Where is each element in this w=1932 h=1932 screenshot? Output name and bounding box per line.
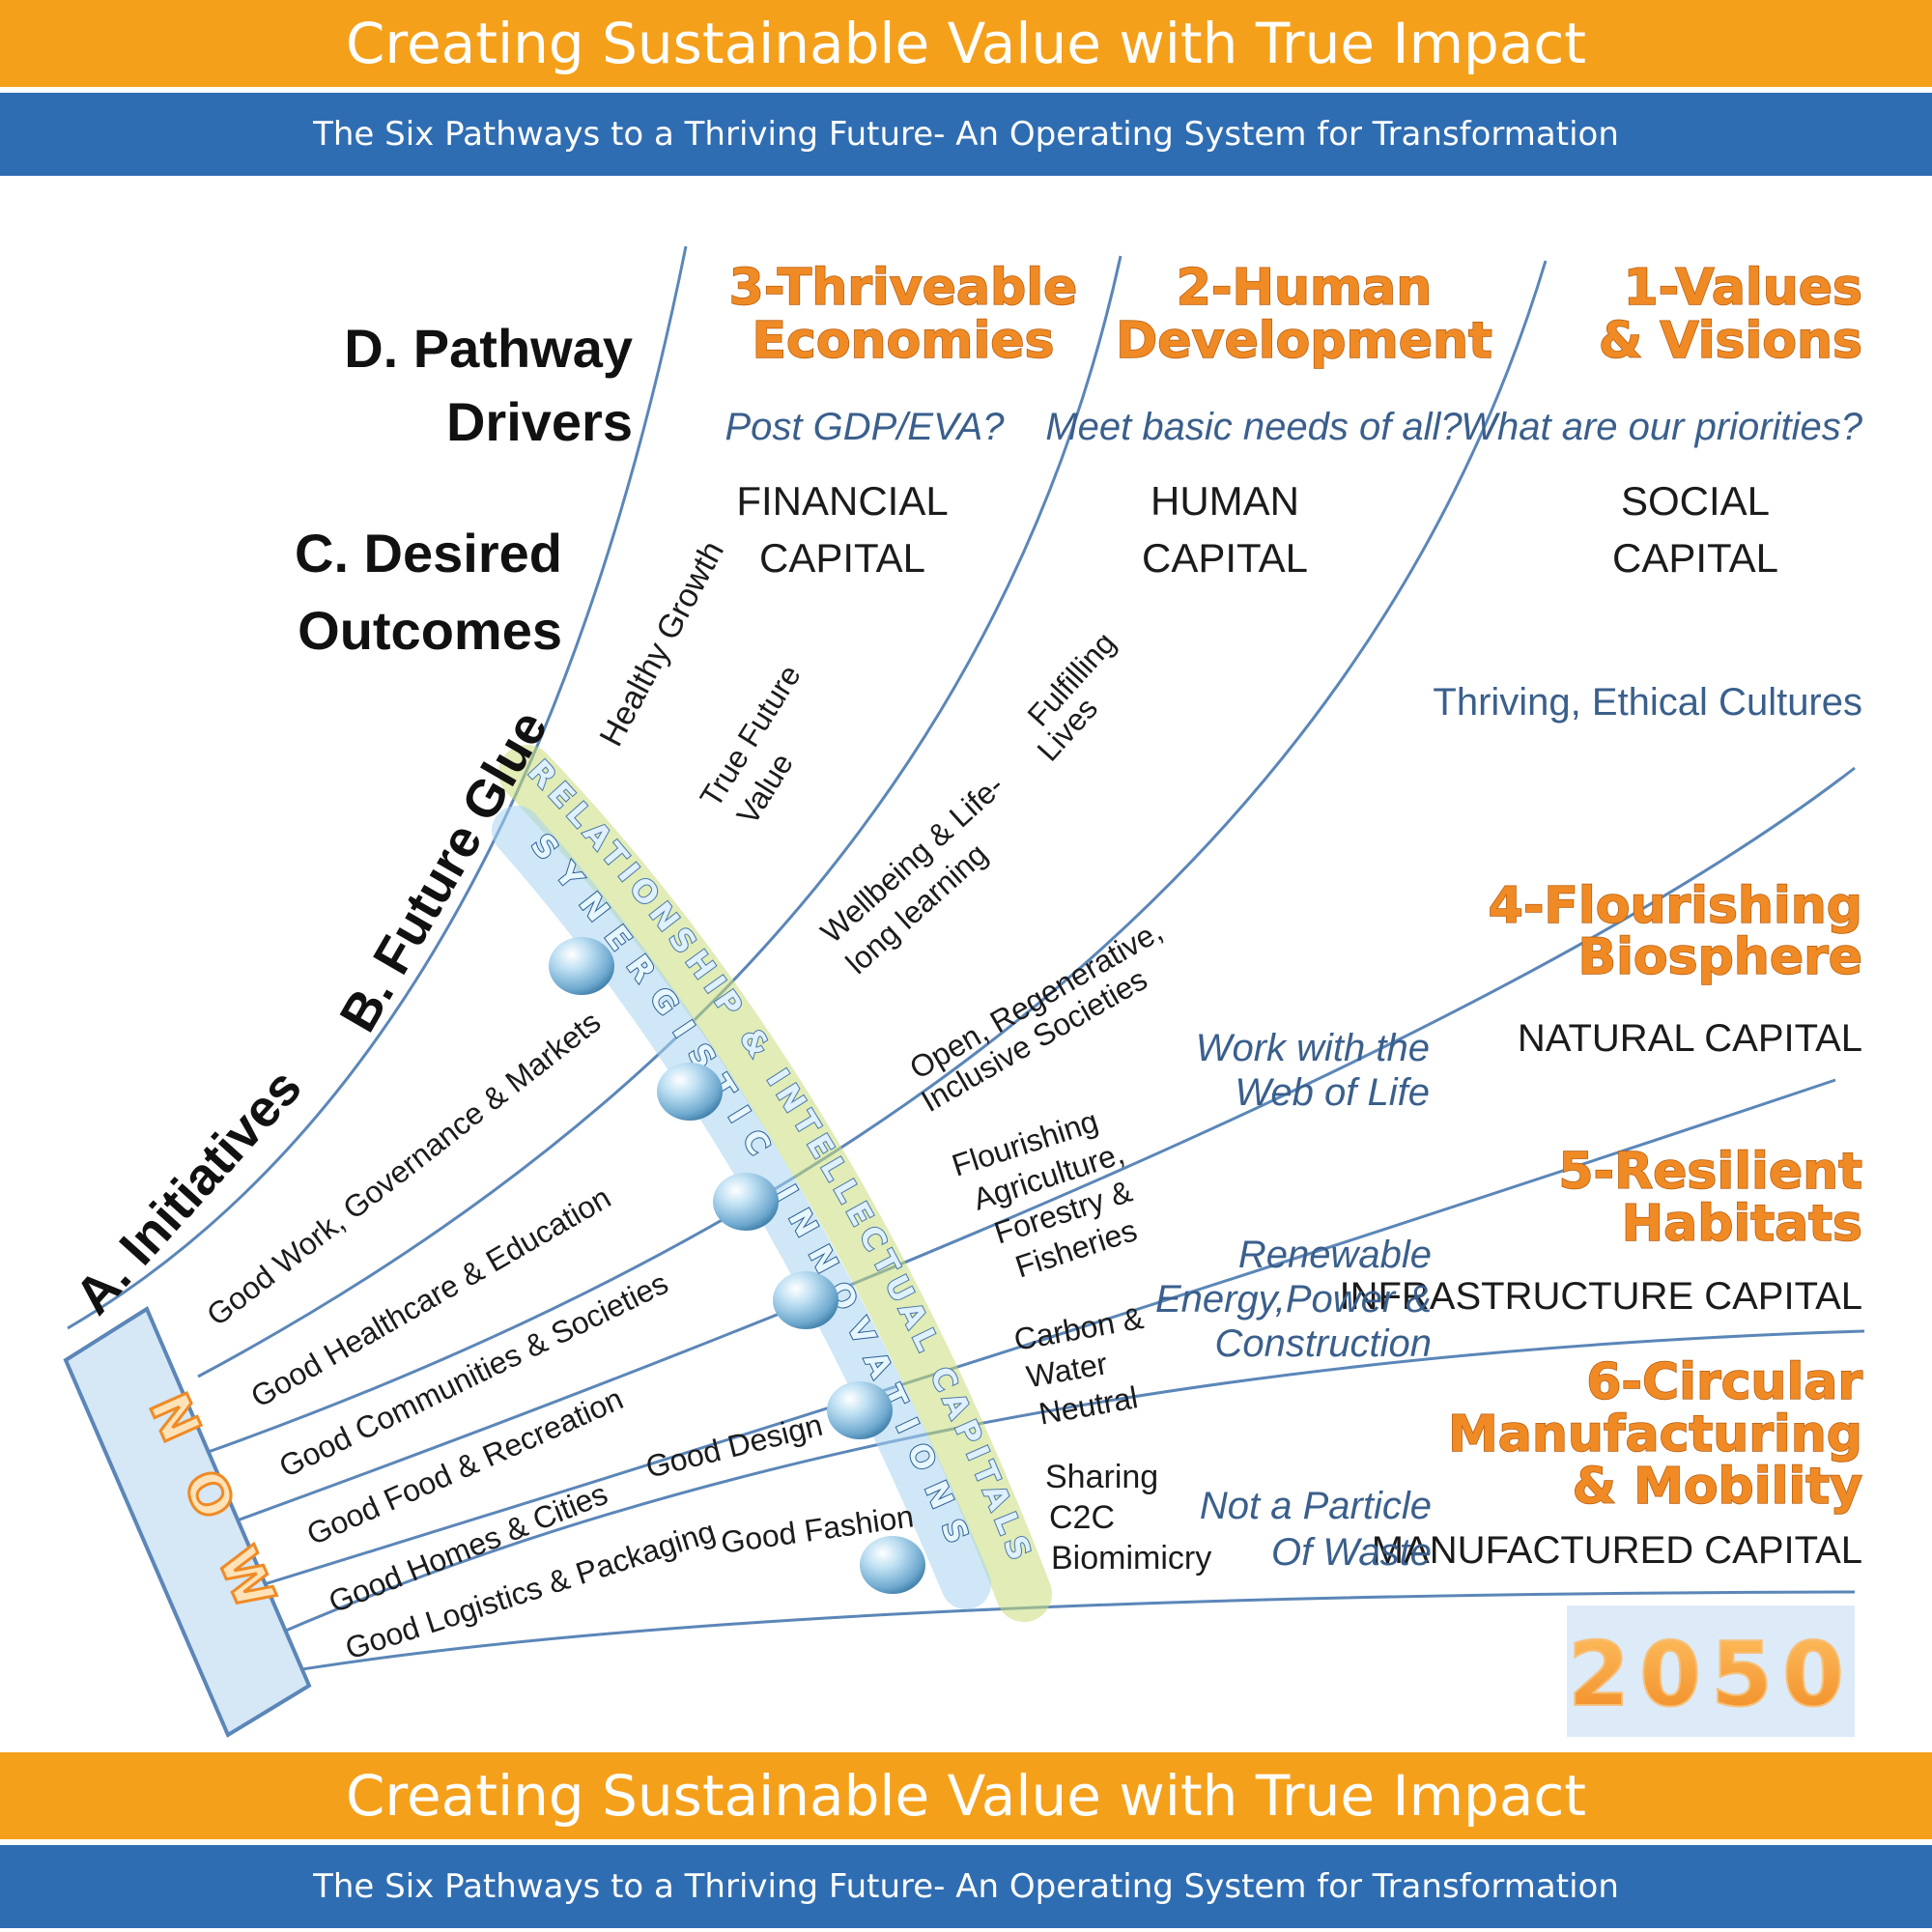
year-box: 2050	[1567, 1605, 1855, 1737]
pathway-5-title-1: 5-Resilient	[1558, 1143, 1862, 1201]
pathway-1-title-1: 1-Values	[1623, 259, 1862, 317]
pathway-5-capital: INFRASTRUCTURE CAPITAL	[1339, 1275, 1862, 1318]
outcome-work-web-1: Work with the	[1196, 1027, 1430, 1069]
curve-manufacturing	[289, 1590, 1856, 1673]
pathway-2-title-1: 2-Human	[1177, 259, 1433, 317]
sphere-4	[773, 1271, 838, 1329]
bottom-subtitle-banner: The Six Pathways to a Thriving Future- A…	[0, 1845, 1932, 1928]
outcome-sharing-1: Sharing	[1045, 1459, 1158, 1495]
heading-desired-outcomes-2: Outcomes	[298, 600, 562, 661]
pathway-1-question: What are our priorities?	[1461, 406, 1862, 448]
pathway-6-title-2: Manufacturing	[1448, 1406, 1862, 1463]
sphere-3	[713, 1173, 779, 1231]
outcome-renewable-2: Energy,Power &	[1155, 1278, 1432, 1321]
innovation-spheres	[549, 937, 925, 1594]
pathway-3-capital-1: FINANCIAL	[736, 478, 948, 524]
sphere-5	[827, 1381, 893, 1439]
outcome-work-web-2: Web of Life	[1235, 1071, 1430, 1114]
bottom-title-banner: Creating Sustainable Value with True Imp…	[0, 1752, 1932, 1839]
initiative-food: Good Food & Recreation	[301, 1381, 628, 1552]
heading-desired-outcomes-1: C. Desired	[295, 523, 562, 583]
pathway-6-title-3: & Mobility	[1573, 1458, 1862, 1516]
pathway-2-capital-2: CAPITAL	[1142, 535, 1308, 581]
sphere-1	[549, 937, 614, 995]
pathway-4-title-1: 4-Flourishing	[1489, 877, 1862, 935]
sphere-2	[657, 1063, 723, 1121]
pathway-6-capital: MANUFACTURED CAPITAL	[1372, 1529, 1862, 1572]
top-title-banner: Creating Sustainable Value with True Imp…	[0, 0, 1932, 87]
sphere-6	[860, 1536, 925, 1594]
outcome-agriculture: Flourishing Agriculture, Forestry & Fish…	[948, 1103, 1141, 1284]
outcome-thriving-cultures: Thriving, Ethical Cultures	[1433, 681, 1862, 724]
curve-human	[202, 260, 1548, 1456]
curve-initiatives-boundary	[67, 245, 688, 1330]
curve-economies	[197, 255, 1122, 1378]
outcome-healthy-growth: Healthy Growth	[593, 535, 732, 753]
pathway-3-title-1: 3-Thriveable	[729, 259, 1078, 317]
pathway-1-capital-1: SOCIAL	[1621, 478, 1770, 524]
initiative-design: Good Design	[642, 1407, 826, 1485]
pathway-6-title-1: 6-Circular	[1586, 1353, 1862, 1411]
initiative-work: Good Work, Governance & Markets	[200, 1004, 607, 1332]
outcome-renewable-3: Construction	[1214, 1322, 1432, 1365]
pathway-1-title-2: & Visions	[1599, 312, 1862, 370]
outcome-sharing-2: C2C	[1049, 1499, 1115, 1536]
pathway-4-capital: NATURAL CAPITAL	[1518, 1017, 1862, 1060]
pathway-1-capital-2: CAPITAL	[1612, 535, 1778, 581]
outcome-renewable-1: Renewable	[1238, 1234, 1432, 1276]
outcome-sharing-3: Biomimicry	[1051, 1540, 1211, 1577]
pathway-2-title-2: Development	[1116, 312, 1492, 370]
outcome-carbon-1: Carbon &	[1011, 1300, 1146, 1357]
year-label: 2050	[1568, 1623, 1854, 1726]
pathway-2-question: Meet basic needs of all?	[1045, 406, 1463, 448]
heading-pathway-drivers-2: Drivers	[446, 391, 633, 452]
curve-values	[207, 766, 1856, 1533]
top-subtitle-banner: The Six Pathways to a Thriving Future- A…	[0, 93, 1932, 176]
relationship-glue-band	[498, 745, 1052, 1622]
outcome-waste-2: Of Waste	[1271, 1531, 1432, 1574]
pathway-5-title-2: Habitats	[1622, 1195, 1862, 1253]
pathway-3-title-2: Economies	[752, 312, 1054, 370]
heading-pathway-drivers-1: D. Pathway	[344, 318, 633, 379]
synergistic-glue-band	[492, 806, 991, 1609]
outcome-waste-1: Not a Particle	[1200, 1485, 1432, 1527]
pathway-3-capital-2: CAPITAL	[759, 535, 925, 581]
pathway-4-title-2: Biosphere	[1577, 928, 1862, 986]
pathway-2-capital-1: HUMAN	[1151, 478, 1299, 524]
curve-biosphere	[216, 1078, 1836, 1601]
pathway-3-question: Post GDP/EVA?	[724, 406, 1005, 448]
